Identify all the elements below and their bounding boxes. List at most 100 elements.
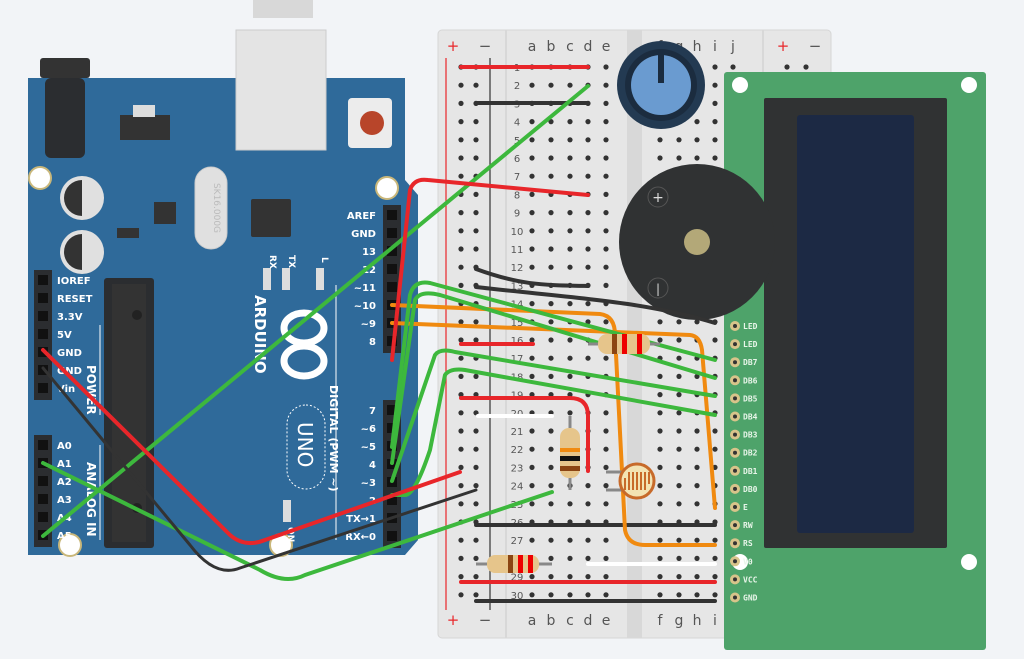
rail-hole[interactable] xyxy=(803,64,809,70)
breadboard-hole[interactable] xyxy=(567,228,573,234)
rail-hole[interactable] xyxy=(458,592,464,598)
breadboard-hole[interactable] xyxy=(712,137,718,143)
breadboard-hole[interactable] xyxy=(585,173,591,179)
rail-hole[interactable] xyxy=(473,501,479,507)
rail-hole[interactable] xyxy=(473,574,479,580)
wire-red-d9-buzzer[interactable] xyxy=(390,177,590,362)
breadboard-hole[interactable] xyxy=(567,501,573,507)
rail-hole[interactable] xyxy=(473,373,479,379)
breadboard-hole[interactable] xyxy=(603,100,609,106)
breadboard-hole[interactable] xyxy=(585,210,591,216)
breadboard-hole[interactable] xyxy=(657,464,663,470)
power-pin[interactable] xyxy=(38,275,48,285)
breadboard-hole[interactable] xyxy=(567,355,573,361)
rail-hole[interactable] xyxy=(458,501,464,507)
breadboard-hole[interactable] xyxy=(676,446,682,452)
rail-hole[interactable] xyxy=(473,319,479,325)
rail-hole[interactable] xyxy=(458,173,464,179)
breadboard-hole[interactable] xyxy=(676,555,682,562)
breadboard-hole[interactable] xyxy=(529,373,535,379)
wire-green-d5-db7[interactable] xyxy=(390,280,717,449)
rail-hole[interactable] xyxy=(458,264,464,270)
wire-green-a5-pot[interactable] xyxy=(41,84,590,538)
rail-hole[interactable] xyxy=(473,392,479,398)
breadboard-hole[interactable] xyxy=(548,537,554,543)
breadboard-hole[interactable] xyxy=(567,337,573,343)
rail-hole[interactable] xyxy=(458,428,464,434)
breadboard-hole[interactable] xyxy=(548,574,554,580)
breadboard-hole[interactable] xyxy=(548,555,554,562)
breadboard-hole[interactable] xyxy=(676,537,682,543)
breadboard-hole[interactable] xyxy=(676,501,682,507)
power-pin[interactable] xyxy=(38,383,48,393)
breadboard-hole[interactable] xyxy=(548,464,554,470)
breadboard-hole[interactable] xyxy=(548,301,554,307)
potentiometer-pointer[interactable] xyxy=(658,55,664,83)
breadboard-hole[interactable] xyxy=(567,137,573,143)
breadboard-hole[interactable] xyxy=(529,119,535,125)
breadboard-hole[interactable] xyxy=(657,501,663,507)
rail-hole[interactable] xyxy=(473,464,479,470)
breadboard-hole[interactable] xyxy=(585,137,591,143)
breadboard-hole[interactable] xyxy=(529,264,535,270)
breadboard-hole[interactable] xyxy=(603,446,609,452)
breadboard-hole[interactable] xyxy=(548,501,554,507)
breadboard-hole[interactable] xyxy=(603,319,609,325)
breadboard-hole[interactable] xyxy=(585,319,591,325)
breadboard-hole[interactable] xyxy=(548,228,554,234)
breadboard-hole[interactable] xyxy=(567,410,573,416)
digital-upper-pin[interactable] xyxy=(387,246,397,256)
breadboard-hole[interactable] xyxy=(712,446,718,452)
breadboard-hole[interactable] xyxy=(676,483,682,489)
breadboard-hole[interactable] xyxy=(585,228,591,234)
breadboard-hole[interactable] xyxy=(585,119,591,125)
digital-upper-pin[interactable] xyxy=(387,282,397,292)
digital-upper-pin[interactable] xyxy=(387,336,397,346)
breadboard-hole[interactable] xyxy=(567,119,573,125)
analog-pin[interactable] xyxy=(38,476,48,486)
breadboard-hole[interactable] xyxy=(529,246,535,252)
wire-green-d2-db4[interactable] xyxy=(390,367,717,497)
lcd-16x2[interactable]: LEDLEDDB7DB6DB5DB4DB3DB2DB1DB0ERWRSV0VCC… xyxy=(724,72,986,650)
breadboard-hole[interactable] xyxy=(548,483,554,489)
breadboard-hole[interactable] xyxy=(712,574,718,580)
breadboard-hole[interactable] xyxy=(548,173,554,179)
digital-upper-pin[interactable] xyxy=(387,264,397,274)
potentiometer[interactable] xyxy=(617,41,705,129)
breadboard-hole[interactable] xyxy=(694,319,700,325)
breadboard-hole[interactable] xyxy=(567,392,573,398)
breadboard-hole[interactable] xyxy=(567,574,573,580)
breadboard-hole[interactable] xyxy=(712,100,718,106)
rail-hole[interactable] xyxy=(458,82,464,88)
breadboard-hole[interactable] xyxy=(712,64,718,70)
breadboard-hole[interactable] xyxy=(548,373,554,379)
breadboard-hole[interactable] xyxy=(694,483,700,489)
wire-black-row13[interactable] xyxy=(474,285,717,325)
rail-hole[interactable] xyxy=(458,392,464,398)
breadboard-hole[interactable] xyxy=(676,592,682,598)
breadboard-hole[interactable] xyxy=(529,501,535,507)
rail-hole[interactable] xyxy=(473,446,479,452)
rail-hole[interactable] xyxy=(458,410,464,416)
breadboard-hole[interactable] xyxy=(529,191,535,197)
breadboard-hole[interactable] xyxy=(567,82,573,88)
breadboard-hole[interactable] xyxy=(676,464,682,470)
analog-pin[interactable] xyxy=(38,494,48,504)
breadboard-hole[interactable] xyxy=(657,410,663,416)
rail-hole[interactable] xyxy=(473,337,479,343)
breadboard-hole[interactable] xyxy=(529,355,535,361)
breadboard-hole[interactable] xyxy=(657,446,663,452)
digital-lower-pin[interactable] xyxy=(387,531,397,541)
breadboard-hole[interactable] xyxy=(712,592,718,598)
breadboard-hole[interactable] xyxy=(603,228,609,234)
breadboard-hole[interactable] xyxy=(585,155,591,161)
power-pin[interactable] xyxy=(38,329,48,339)
breadboard-hole[interactable] xyxy=(585,483,591,489)
breadboard-hole[interactable] xyxy=(676,319,682,325)
breadboard-hole[interactable] xyxy=(529,537,535,543)
rail-hole[interactable] xyxy=(458,228,464,234)
breadboard-hole[interactable] xyxy=(657,592,663,598)
breadboard-hole[interactable] xyxy=(603,191,609,197)
breadboard-hole[interactable] xyxy=(548,337,554,343)
breadboard-hole[interactable] xyxy=(603,246,609,252)
